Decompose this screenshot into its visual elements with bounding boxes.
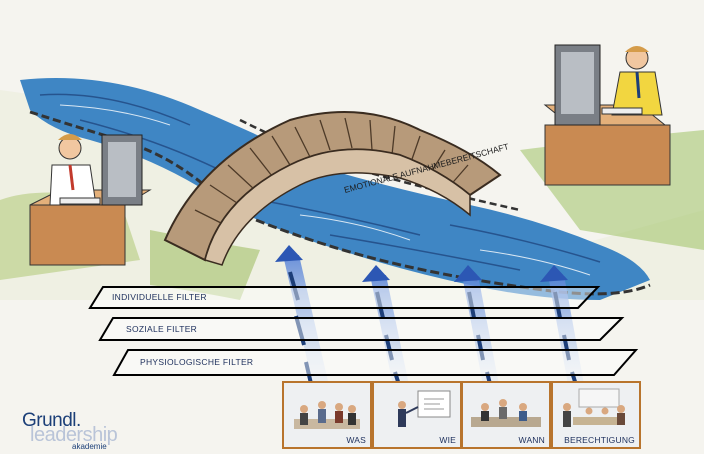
photo-label-wann: WANN [518,435,545,445]
logo-line-1: Grundl. [22,410,81,431]
filter-band-physiologische [112,349,639,376]
logo: Grundl. leadership akademie [22,410,142,451]
filter-label-soziale: SOZIALE FILTER [126,324,198,334]
photo-berechtigung: BERECHTIGUNG [551,381,641,449]
office-photo [553,383,639,447]
photo-label-berechtigung: BERECHTIGUNG [564,435,635,445]
meeting-photo [284,383,370,447]
presentation-photo [374,383,460,447]
bridge: EMOTIONALE AUFNAHMEBEREITSCHAFT [163,111,510,266]
logo-line-2: leadership [30,424,118,446]
person-right [543,44,671,186]
filter-band-soziale [98,317,625,341]
photo-label-was: WAS [346,435,366,445]
filter-band-individuelle [88,286,601,309]
photo-was: WAS [282,381,372,449]
photo-wann: WANN [461,381,551,449]
photo-label-wie: WIE [439,435,456,445]
arrows [275,245,585,390]
photo-wie: WIE [372,381,462,449]
filter-label-individuelle: INDIVIDUELLE FILTER [112,292,207,302]
logo-line-3: akademie [72,442,107,451]
filter-label-physiologische: PHYSIOLOGISCHE FILTER [140,357,254,367]
desk-group-photo [463,383,549,447]
filter-bands [88,286,639,376]
person-left [29,134,152,266]
